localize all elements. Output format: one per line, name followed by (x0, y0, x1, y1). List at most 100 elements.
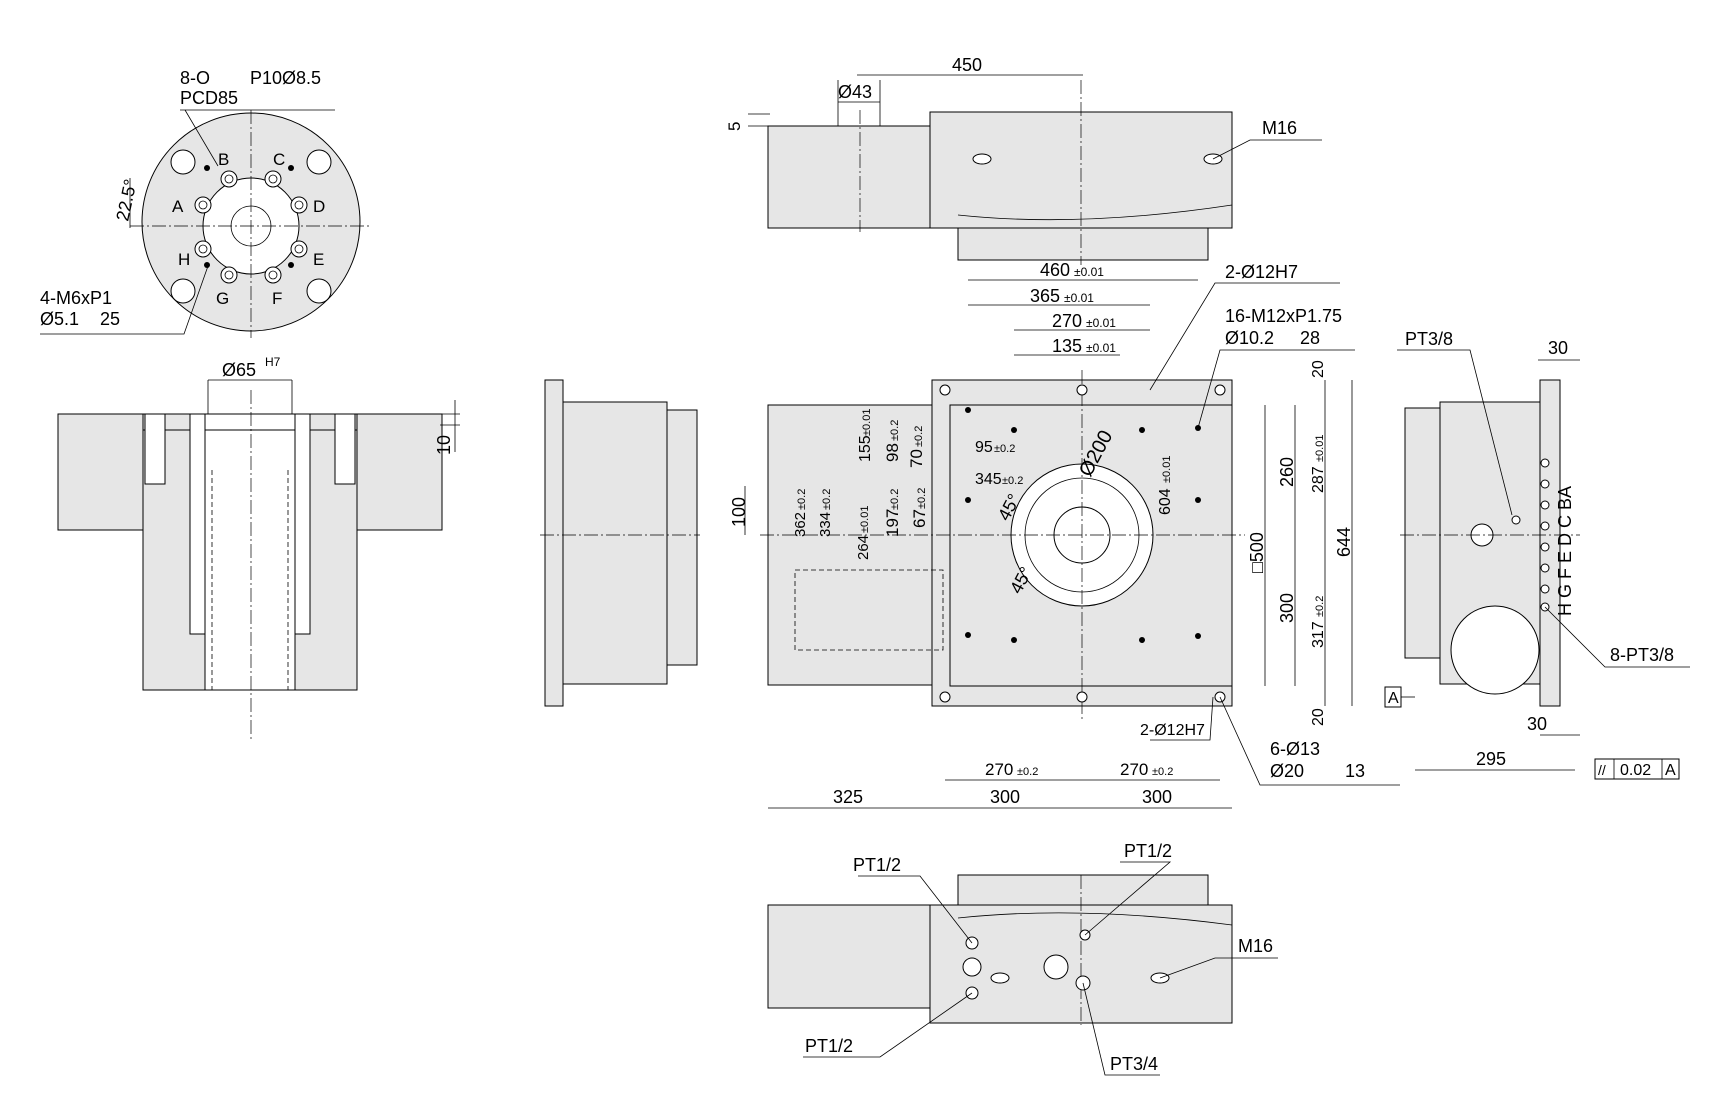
dim-30a: 30 (1548, 338, 1568, 358)
thread-note-dia: Ø5.1 (40, 309, 79, 329)
section-view: Ø65 H7 10 (57, 355, 460, 740)
hole-depth: 13 (1345, 761, 1365, 781)
tol-symbol: // (1598, 762, 1606, 778)
mount-hole (170, 278, 196, 304)
dim-270b: 270 (1120, 760, 1148, 779)
dim-270b-tol: ±0.2 (1152, 766, 1173, 778)
dim-264: 264 (855, 535, 872, 560)
pt34-label: PT3/4 (1110, 1054, 1158, 1074)
m16-label: M16 (1238, 936, 1273, 956)
dia-dim: Ø43 (838, 82, 872, 102)
dim-98: 98 (883, 443, 902, 462)
top-motor (767, 125, 954, 229)
dim-365: 365 (1030, 286, 1060, 306)
dim-460-tol: ±0.01 (1074, 265, 1104, 279)
hole-note: 6-Ø13 (1270, 739, 1320, 759)
dim-20b: 20 (1310, 708, 1327, 726)
thread-depth: 25 (100, 309, 120, 329)
port-label: B (218, 150, 229, 169)
pin-note: 2-Ø12H7 (1225, 262, 1298, 282)
hole-note-dia: Ø20 (1270, 761, 1304, 781)
dim-155-tol: ±0.01 (861, 409, 873, 436)
bore-tol: H7 (265, 355, 281, 369)
dim-300a: 300 (990, 787, 1020, 807)
dim-325: 325 (833, 787, 863, 807)
bottom-motor (767, 904, 954, 1009)
dim-345-tol: ±0.2 (1002, 475, 1023, 487)
tap-depth: 28 (1300, 328, 1320, 348)
dim-20a: 20 (1310, 360, 1327, 378)
port-label: G (216, 289, 229, 308)
dim-334-tol: ±0.2 (821, 489, 833, 510)
dim-317-tol: ±0.2 (1314, 596, 1326, 617)
dim-197: 197 (883, 509, 902, 537)
port-label: C (273, 150, 285, 169)
mount-hole (306, 278, 332, 304)
dim-135: 135 (1052, 336, 1082, 356)
tolerance-frame (1594, 758, 1680, 780)
dim-135-tol: ±0.01 (1086, 341, 1116, 355)
section-wall (356, 413, 443, 531)
mount-hole (170, 149, 196, 175)
section-wall (57, 413, 144, 531)
dim-67-tol: ±0.2 (916, 488, 928, 509)
tol-value: 0.02 (1620, 762, 1651, 779)
dim-95-tol: ±0.2 (994, 443, 1015, 455)
dim-70: 70 (907, 449, 926, 468)
dim-300b: 300 (1142, 787, 1172, 807)
pt12-label-a: PT1/2 (853, 855, 901, 875)
dim-98-tol: ±0.2 (889, 420, 901, 441)
tol-datum: A (1665, 762, 1676, 779)
port-label: D (313, 197, 325, 216)
step-dim: 10 (434, 435, 454, 455)
dim-500: □500 (1247, 532, 1267, 573)
dim-295: 295 (1476, 749, 1506, 769)
holes-note-p: P10Ø8.5 (250, 68, 321, 88)
dim-95: 95 (975, 439, 993, 456)
port-label: E (313, 250, 324, 269)
dim-67: 67 (910, 509, 929, 528)
dim-260: 260 (1277, 457, 1297, 487)
dim-270: 270 (1052, 311, 1082, 331)
dim-365-tol: ±0.01 (1064, 291, 1094, 305)
pt12-label-c: PT1/2 (805, 1036, 853, 1056)
right-side-view: PT3/8 30 H G F E D C BA 8-PT3/8 30 295 A… (1384, 329, 1690, 780)
top-view: 450 Ø43 5 M16 (725, 55, 1322, 265)
tap-note: 16-M12xP1.75 (1225, 306, 1342, 326)
dim-287-tol: ±0.01 (1314, 435, 1326, 462)
thread-note: 4-M6xP1 (40, 288, 112, 308)
thread-label: M16 (1262, 118, 1297, 138)
dim-287: 287 (1310, 466, 1327, 493)
motor-housing (767, 404, 954, 686)
width-dim: 450 (952, 55, 982, 75)
tap-note-dia: Ø10.2 (1225, 328, 1274, 348)
datum-label: A (1388, 690, 1399, 707)
dim-155: 155 (857, 435, 874, 462)
main-plan-view: 460 ±0.01 365 ±0.01 270 ±0.01 135 ±0.01 … (729, 260, 1400, 809)
port-letters: H G F E D C BA (1555, 486, 1575, 616)
offset-dim: 5 (725, 122, 744, 131)
dim-317: 317 (1310, 621, 1327, 648)
port-label: H (178, 250, 190, 269)
dim-460: 460 (1040, 260, 1070, 280)
dim-197-tol: ±0.2 (889, 489, 901, 510)
pt38-label: PT3/8 (1405, 329, 1453, 349)
mount-holes (939, 384, 1226, 703)
dim-100: 100 (729, 497, 749, 527)
dim-362: 362 (792, 512, 809, 537)
port-note: 8-PT3/8 (1610, 645, 1674, 665)
dim-264-tol: ±0.01 (859, 506, 871, 533)
dim-362-tol: ±0.2 (796, 489, 808, 510)
port-label: A (172, 197, 184, 216)
angle-label: 22.5° (112, 177, 140, 222)
side-ports (1540, 458, 1550, 612)
mount-hole (306, 149, 332, 175)
left-side-view (540, 379, 700, 707)
dim-334: 334 (817, 512, 834, 537)
pcd-view: A B C D E F G H 8-O P10Ø8.5 PCD85 22.5° … (40, 68, 372, 338)
dim-300: 300 (1277, 593, 1297, 623)
pin-note-2: 2-Ø12H7 (1140, 722, 1205, 739)
top-table (957, 227, 1209, 261)
dim-270a: 270 (985, 760, 1013, 779)
holes-note-pcd: PCD85 (180, 88, 238, 108)
